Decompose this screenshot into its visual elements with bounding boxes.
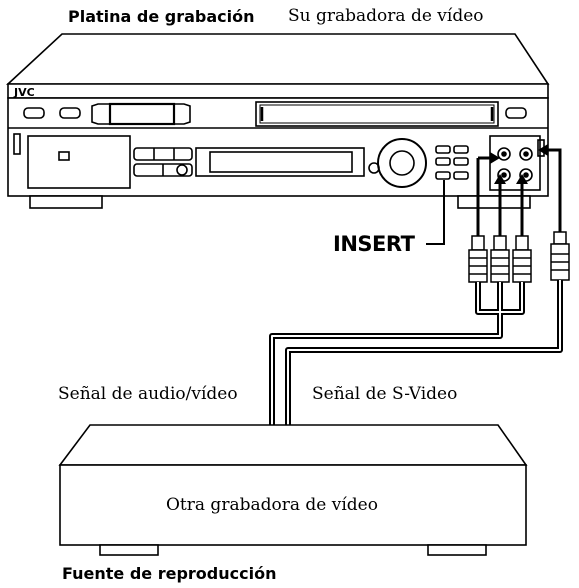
recording-deck-label: Platina de grabación: [68, 7, 255, 26]
playback-source-label: Fuente de reproducción: [62, 564, 277, 583]
svideo-signal-label: Señal de S-Video: [312, 384, 458, 404]
av-cable: [269, 152, 532, 425]
av-signal-label: Señal de audio/vídeo: [58, 384, 238, 404]
insert-pointer: [426, 180, 445, 245]
svideo-cable: [285, 144, 570, 425]
recording-vcr: JVC: [5, 33, 550, 209]
insert-label: INSERT: [333, 232, 415, 256]
playback-vcr: [58, 424, 528, 556]
your-vcr-label: Su grabadora de vídeo: [288, 6, 484, 26]
other-vcr-label: Otra grabadora de vídeo: [166, 495, 378, 515]
brand-logo: JVC: [13, 86, 35, 99]
